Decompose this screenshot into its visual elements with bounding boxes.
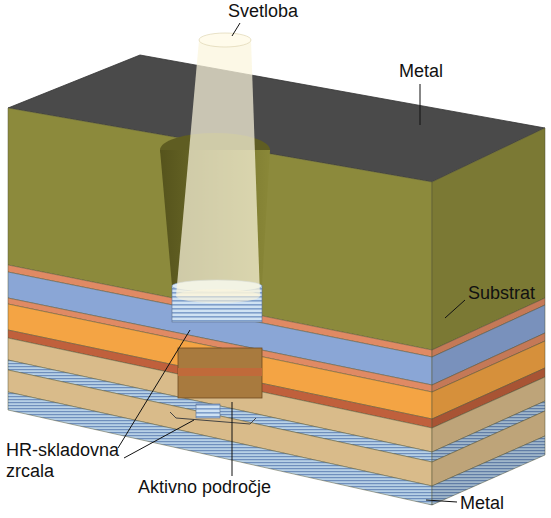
light-beam (176, 33, 260, 303)
part-label: Substrat (468, 283, 535, 304)
part-label: Metal (399, 61, 443, 82)
part-label: Aktivno področje (138, 477, 271, 498)
part-label: Svetloba (228, 1, 298, 22)
active-region (170, 348, 262, 424)
part-label: Metal (460, 493, 504, 514)
right-layers (432, 128, 545, 505)
part-label: HR-skladovna zrcala (6, 440, 124, 482)
leader-lines (118, 23, 465, 502)
